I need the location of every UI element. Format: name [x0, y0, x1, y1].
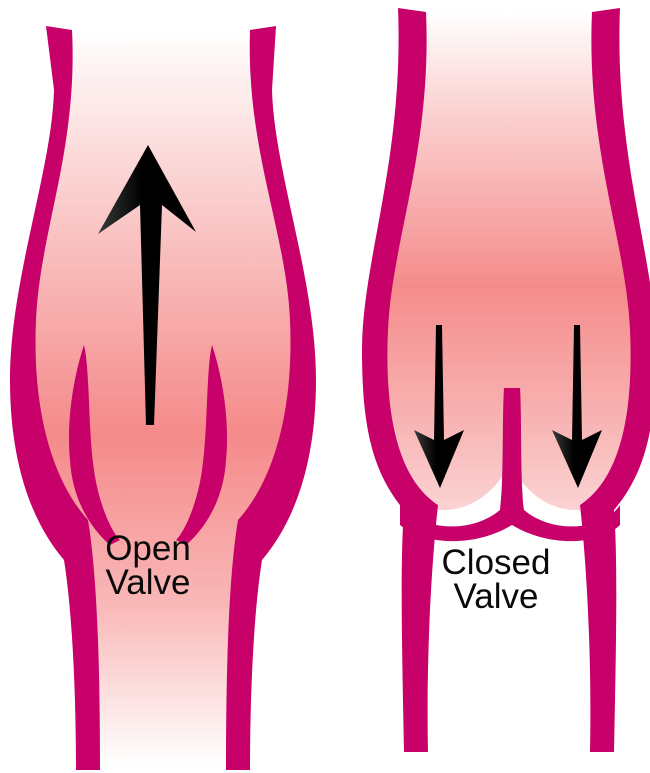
- closed-valve-panel: Closed Valve: [362, 8, 650, 752]
- open-valve-label-line2: Valve: [106, 563, 191, 602]
- closed-valve-label-line2: Valve: [454, 577, 539, 616]
- open-valve-panel: Open Valve: [10, 26, 316, 770]
